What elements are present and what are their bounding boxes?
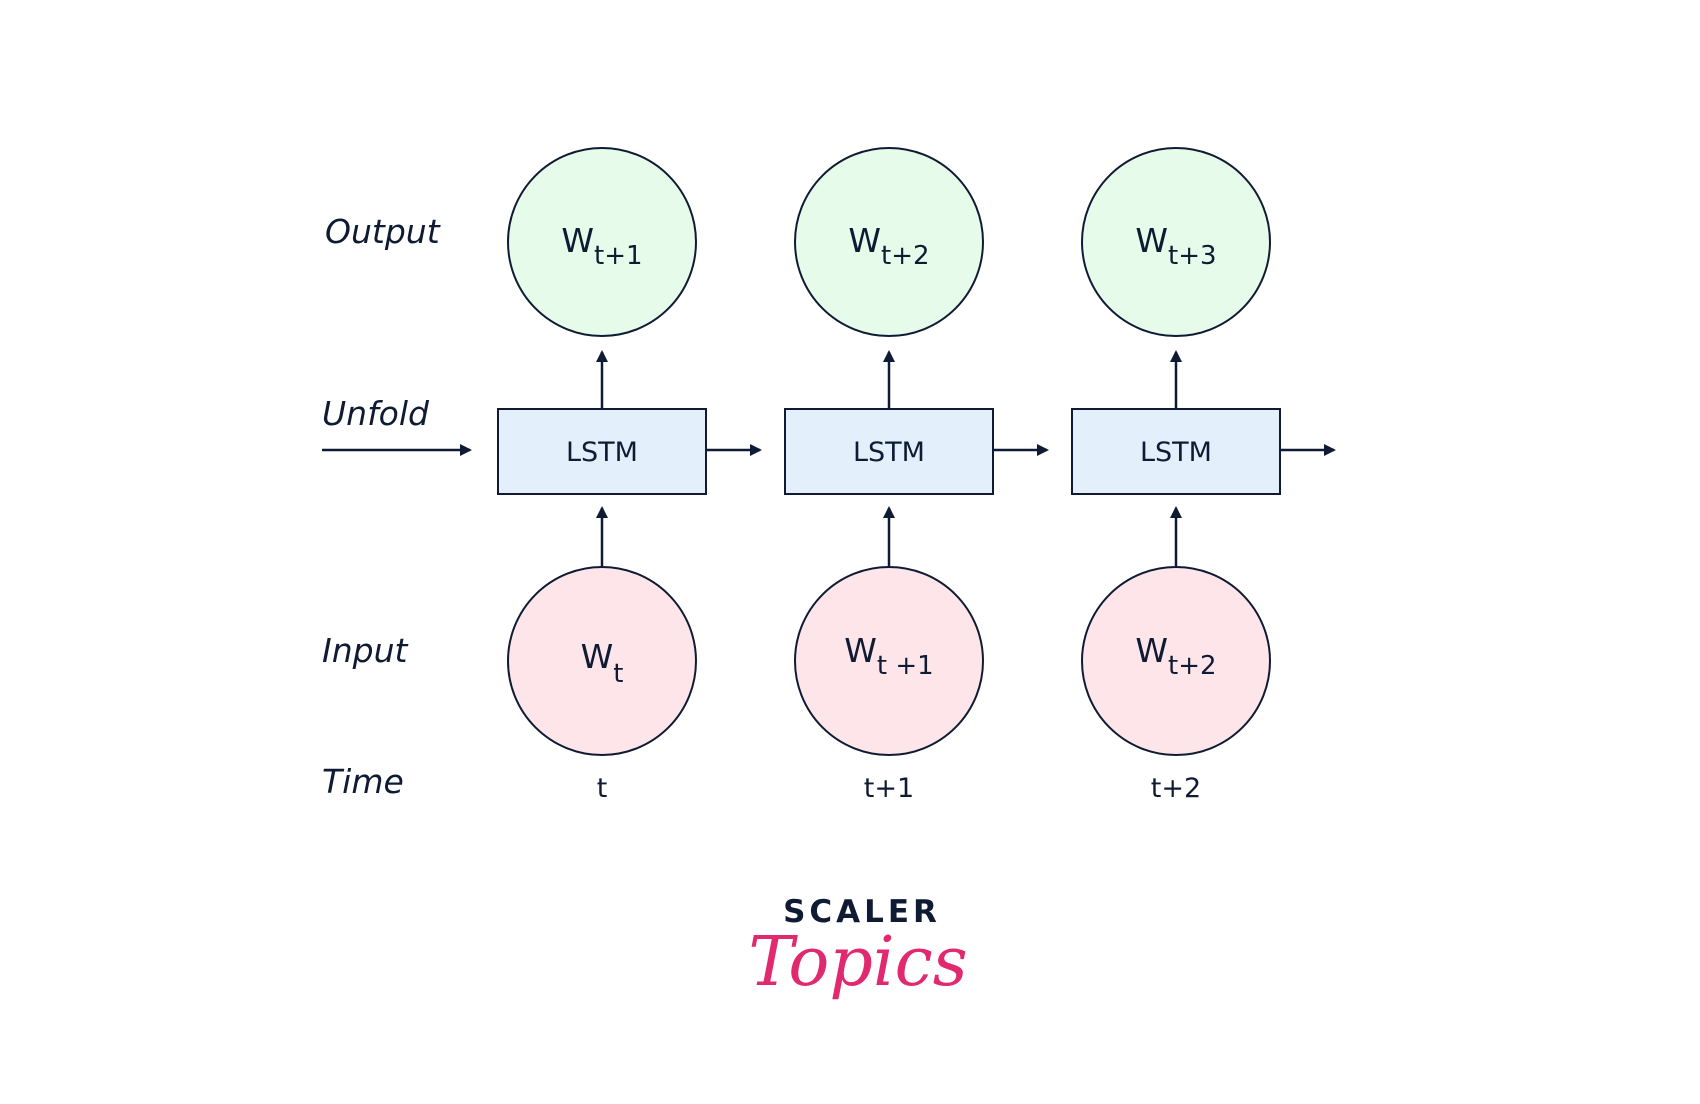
input-node-2-label: Wt +1 <box>844 631 933 681</box>
input-node-1 <box>507 566 697 756</box>
time-step-column-1: Wt+1 LSTM Wt t <box>497 147 707 804</box>
output-node-2-label: Wt+2 <box>848 221 929 271</box>
output-node-1 <box>507 147 697 337</box>
time-label-1: t <box>597 773 608 804</box>
logo-wordmark-top: SCALER <box>783 894 941 930</box>
time-label-2: t+1 <box>864 773 914 804</box>
output-node-2 <box>794 147 984 337</box>
input-node-1-label: Wt <box>581 637 624 689</box>
time-step-column-3: Wt+3 LSTM Wt+2 t+2 <box>1071 147 1281 804</box>
lstm-box-3 <box>1071 408 1281 495</box>
scaler-topics-logo: SCALER Topics <box>748 894 967 1002</box>
output-node-3-label: Wt+3 <box>1135 221 1216 271</box>
time-row-label: Time <box>322 762 404 801</box>
time-step-column-2: Wt+2 LSTM Wt +1 t+1 <box>784 147 994 804</box>
output-node-1-label: Wt+1 <box>561 221 642 271</box>
input-node-2 <box>794 566 984 756</box>
logo-wordmark-bottom: Topics <box>748 923 967 1002</box>
lstm-box-2-label: LSTM <box>853 437 925 468</box>
lstm-box-1 <box>497 408 707 495</box>
lstm-box-2 <box>784 408 994 495</box>
lstm-box-3-label: LSTM <box>1140 437 1212 468</box>
input-node-3-label: Wt+2 <box>1135 631 1216 681</box>
output-node-3 <box>1081 147 1271 337</box>
output-row-label: Output <box>325 212 441 251</box>
lstm-box-1-label: LSTM <box>566 437 638 468</box>
input-row-label: Input <box>322 631 409 670</box>
input-node-3 <box>1081 566 1271 756</box>
time-label-3: t+2 <box>1151 773 1201 804</box>
unfold-row-label: Unfold <box>322 394 430 433</box>
